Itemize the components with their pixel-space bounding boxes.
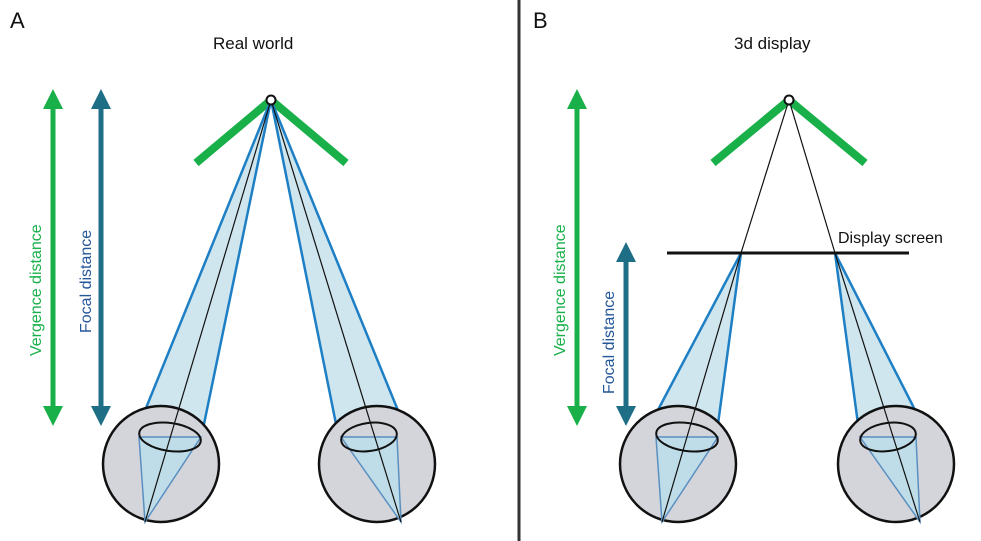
focal-label-b: Focal distance [601, 291, 618, 394]
inner-cone-right-a [339, 436, 402, 525]
inner-cone-right-b [858, 436, 921, 525]
fixation-point-b [783, 94, 795, 106]
lens-left-b [655, 421, 719, 453]
ray-upper-left-b [740, 99, 790, 254]
cone-left-b [657, 252, 743, 426]
object-chevron-a [193, 94, 349, 167]
ray-left-b [661, 252, 742, 523]
object-chevron-b [710, 94, 868, 167]
ray-right-a [270, 99, 402, 523]
panel-a-title: Real world [213, 34, 293, 53]
ray-left-a [144, 99, 272, 523]
vergence-label-a: Vergence distance [28, 224, 45, 356]
fixation-point-a [265, 94, 277, 106]
cone-right-b [833, 252, 916, 426]
lens-right-a [340, 421, 398, 453]
panel-a-letter: A [10, 8, 25, 33]
lens-right-b [859, 421, 917, 453]
panel-b: B 3d display Display screen Vergence [533, 8, 956, 525]
panel-a: A Real world Vergence distance Focal dis… [10, 8, 437, 525]
panel-b-title: 3d display [734, 34, 811, 53]
ray-upper-right-b [788, 99, 836, 254]
panel-b-letter: B [533, 8, 548, 33]
focal-label-a: Focal distance [78, 230, 95, 333]
ray-right-b [834, 252, 921, 523]
vergence-label-b: Vergence distance [552, 224, 569, 356]
lens-left-a [138, 421, 202, 453]
display-screen-label: Display screen [838, 230, 943, 247]
